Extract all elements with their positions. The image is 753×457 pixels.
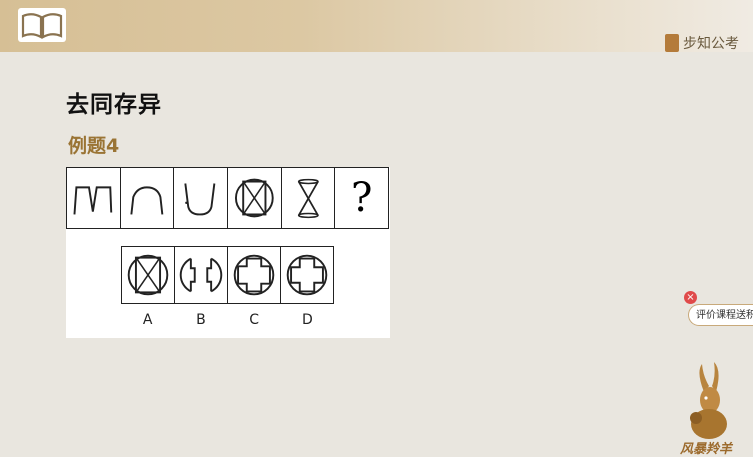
figure-5 <box>282 168 336 228</box>
option-b-figure[interactable] <box>175 247 228 303</box>
option-label-b: B <box>196 312 206 328</box>
question-mark: ? <box>350 175 373 221</box>
option-c-figure[interactable] <box>228 247 281 303</box>
brand-name: 步知公考 <box>683 36 739 52</box>
close-icon[interactable]: × <box>684 291 697 304</box>
brand-logo-icon <box>665 34 679 52</box>
question-figure: ? <box>66 167 390 338</box>
option-labels: A B C D <box>121 312 334 328</box>
brand: 步知公考 <box>665 33 739 53</box>
antelope-mascot-icon <box>690 362 727 439</box>
rate-course-button[interactable]: 评价课程送积分 <box>688 304 753 326</box>
book-icon[interactable] <box>18 8 66 42</box>
option-label-a: A <box>142 312 153 328</box>
answer-options <box>121 246 334 304</box>
question-sequence: ? <box>66 167 389 229</box>
figure-unknown: ? <box>335 168 388 228</box>
option-label-c: C <box>249 312 260 328</box>
option-label-d: D <box>301 312 313 328</box>
option-d-figure[interactable] <box>281 247 333 303</box>
mascot-name: 风暴羚羊 <box>680 442 733 457</box>
figure-3 <box>174 168 229 228</box>
question-subtitle: 例题4 <box>68 135 120 157</box>
option-a-figure[interactable] <box>122 247 175 303</box>
figure-4 <box>228 168 282 228</box>
slide-title: 去同存异 <box>66 92 162 118</box>
figure-1 <box>67 168 121 228</box>
figure-2 <box>121 168 175 228</box>
top-bar: 步知公考 <box>0 0 753 52</box>
